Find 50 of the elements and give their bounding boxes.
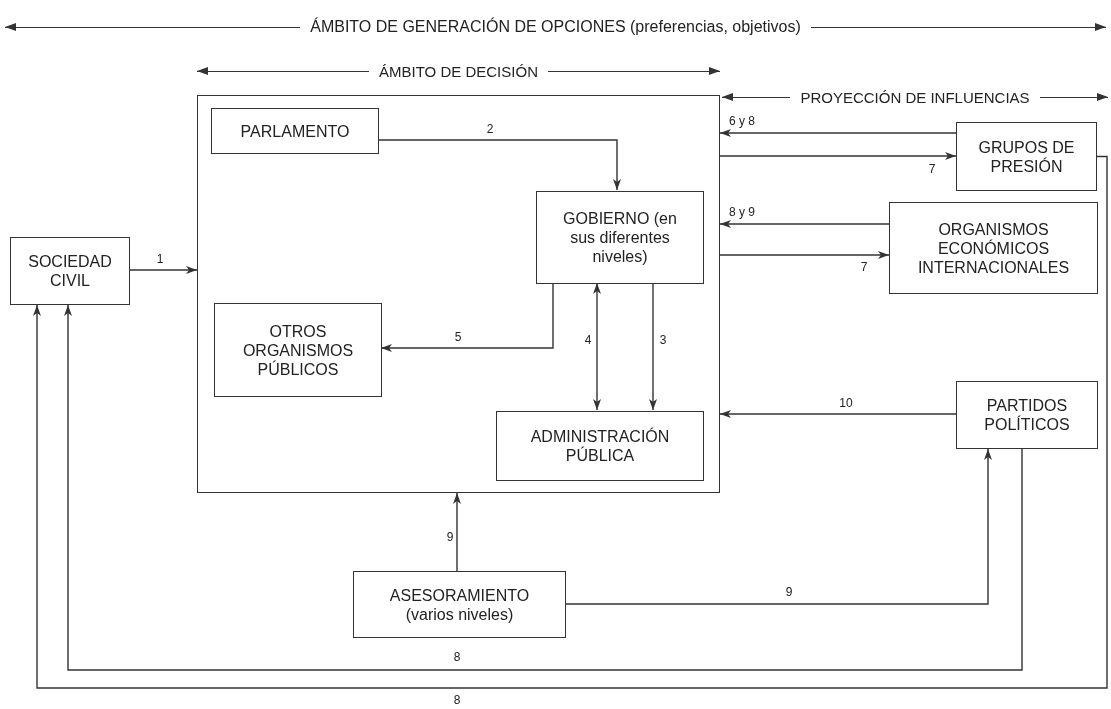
edge-label: 4 bbox=[582, 333, 594, 347]
connector-arrow bbox=[719, 251, 890, 259]
node-text: ORGANISMOS ECONÓMICOS INTERNACIONALES bbox=[916, 219, 1071, 277]
node-text: SOCIEDAD CIVIL bbox=[27, 252, 113, 290]
node-text: ASESORAMIENTO (varios niveles) bbox=[388, 585, 531, 624]
scope-label: PROYECCIÓN DE INFLUENCIAS bbox=[799, 88, 1031, 106]
edge-label: 7 bbox=[926, 162, 938, 176]
edge-label: 8 bbox=[451, 693, 463, 707]
connector-arrow bbox=[377, 139, 621, 191]
process-box bbox=[353, 571, 566, 638]
process-box bbox=[214, 303, 382, 397]
edge-label: 2 bbox=[484, 122, 496, 136]
edge-label: 1 bbox=[154, 252, 166, 266]
edge-label: 5 bbox=[452, 330, 464, 344]
edge-label: 8 y 9 bbox=[727, 205, 757, 219]
process-box bbox=[956, 122, 1097, 191]
edge-label: 9 bbox=[783, 585, 795, 599]
process-box bbox=[956, 381, 1098, 449]
connector-arrow bbox=[565, 448, 992, 605]
connector-arrow bbox=[64, 304, 1023, 671]
connector-arrow bbox=[649, 282, 657, 411]
node-text: PARTIDOS POLÍTICOS bbox=[983, 396, 1071, 434]
node-text: OTROS ORGANISMOS PÚBLICOS bbox=[241, 321, 355, 379]
node-text: GOBIERNO (en sus diferentes niveles) bbox=[562, 209, 678, 266]
node-text: PARLAMENTO bbox=[239, 121, 351, 141]
frame-box bbox=[197, 95, 720, 493]
edge-label: 10 bbox=[837, 396, 855, 410]
connector-arrow bbox=[453, 492, 461, 572]
scope-label: ÁMBITO DE DECISIÓN bbox=[378, 62, 539, 80]
edge-label: 6 y 8 bbox=[727, 114, 757, 128]
process-box bbox=[889, 202, 1098, 294]
connector-arrow bbox=[380, 282, 554, 352]
connector-arrow bbox=[719, 152, 957, 160]
connector-arrow bbox=[129, 266, 198, 274]
process-box bbox=[211, 108, 379, 154]
node-text: ADMINISTRACIÓN PÚBLICA bbox=[529, 427, 671, 465]
connector-arrow bbox=[33, 155, 1108, 689]
connector-arrow bbox=[719, 129, 957, 137]
node-text: GRUPOS DE PRESIÓN bbox=[977, 137, 1076, 176]
edge-label: 7 bbox=[858, 260, 870, 274]
scope-label: ÁMBITO DE GENERACIÓN DE OPCIONES (preferencias, objetivos) bbox=[309, 18, 802, 36]
edge-label: 3 bbox=[657, 333, 669, 347]
connector-arrow bbox=[719, 220, 890, 228]
edge-label: 8 bbox=[451, 650, 463, 664]
process-box bbox=[496, 411, 704, 481]
connector-arrow bbox=[719, 410, 957, 418]
edge-label: 9 bbox=[444, 530, 456, 544]
connector-arrow bbox=[593, 282, 601, 411]
process-box bbox=[10, 237, 130, 305]
process-box bbox=[536, 191, 704, 284]
